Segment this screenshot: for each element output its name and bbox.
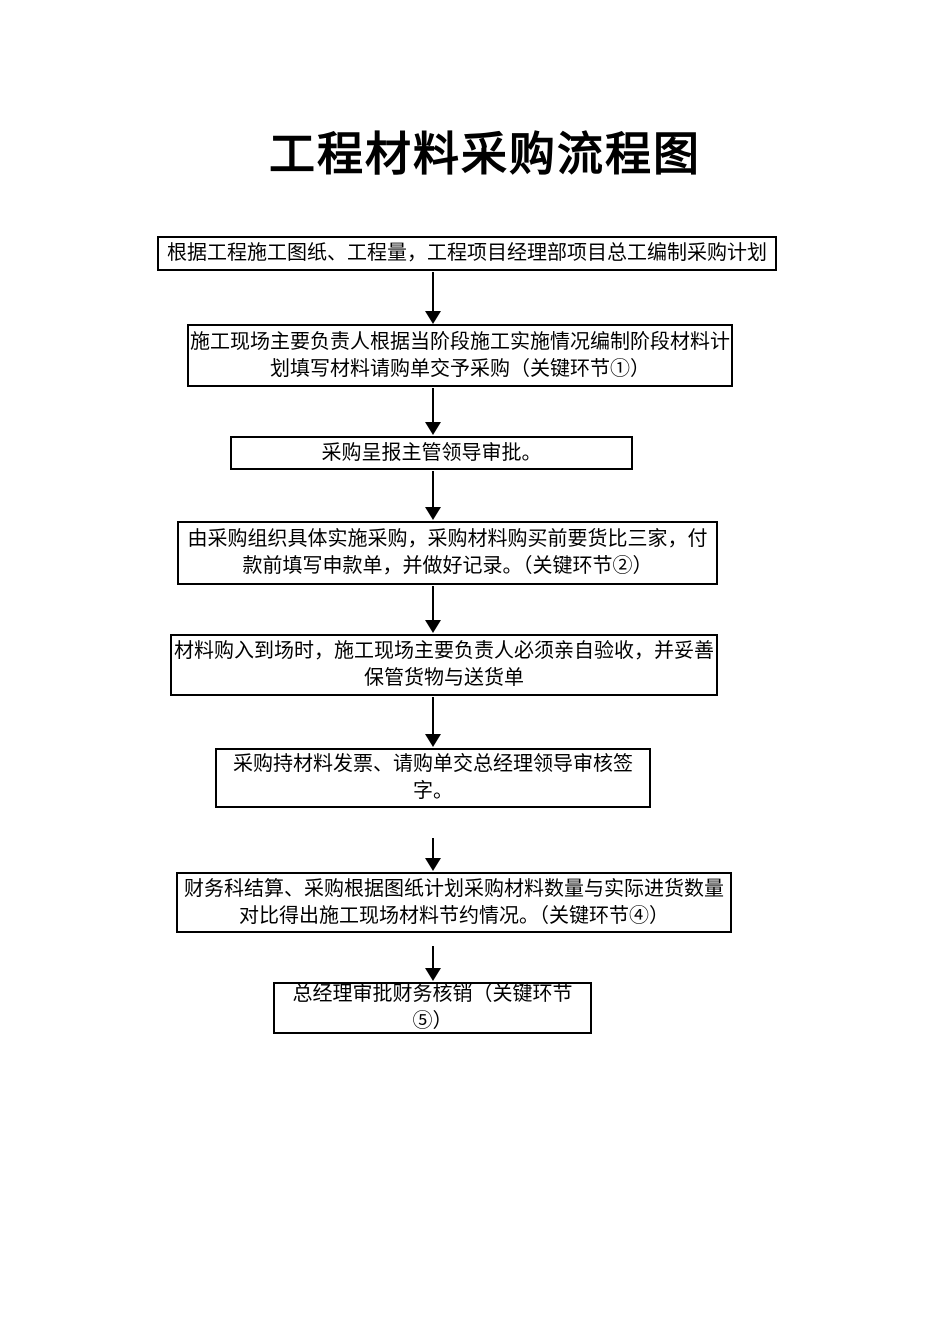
- flow-arrow-down-1: [425, 272, 441, 324]
- arrow-down-icon: [425, 422, 441, 435]
- flow-arrow-down-6: [425, 838, 441, 871]
- flow-step-gm-writeoff-approval: 总经理审批财务核销（关键环节⑤）: [273, 982, 592, 1034]
- arrow-down-icon: [425, 507, 441, 520]
- arrow-down-icon: [425, 734, 441, 747]
- flow-step-finance-settlement-compare: 财务科结算、采购根据图纸计划采购材料数量与实际进货数量对比得出施工现场材料节约情…: [176, 872, 732, 933]
- flow-arrow-down-3: [425, 471, 441, 520]
- page-title: 工程材料采购流程图: [269, 129, 701, 180]
- arrow-down-icon: [425, 858, 441, 871]
- flow-step-acceptance-on-site: 材料购入到场时，施工现场主要负责人必须亲自验收，并妥善保管货物与送货单: [170, 634, 718, 696]
- arrow-down-icon: [425, 311, 441, 324]
- flow-step-stage-material-plan: 施工现场主要负责人根据当阶段施工实施情况编制阶段材料计划填写材料请购单交予采购（…: [187, 324, 733, 387]
- arrow-shaft: [432, 586, 434, 622]
- flow-arrow-down-7: [425, 946, 441, 981]
- arrow-shaft: [432, 471, 434, 509]
- arrow-shaft: [432, 272, 434, 313]
- arrow-shaft: [432, 388, 434, 424]
- arrow-shaft: [432, 946, 434, 970]
- arrow-shaft: [432, 838, 434, 860]
- flow-arrow-down-4: [425, 586, 441, 633]
- flow-step-make-procurement-plan: 根据工程施工图纸、工程量，工程项目经理部项目总工编制采购计划: [157, 236, 777, 271]
- flow-step-implement-procurement: 由采购组织具体实施采购，采购材料购买前要货比三家，付款前填写申款单，并做好记录。…: [177, 521, 718, 585]
- arrow-down-icon: [425, 620, 441, 633]
- arrow-down-icon: [425, 968, 441, 981]
- flow-step-leader-approval: 采购呈报主管领导审批。: [230, 436, 633, 470]
- flow-step-invoice-signoff: 采购持材料发票、请购单交总经理领导审核签字。: [215, 748, 651, 808]
- flow-arrow-down-5: [425, 697, 441, 747]
- flow-arrow-down-2: [425, 388, 441, 435]
- arrow-shaft: [432, 697, 434, 736]
